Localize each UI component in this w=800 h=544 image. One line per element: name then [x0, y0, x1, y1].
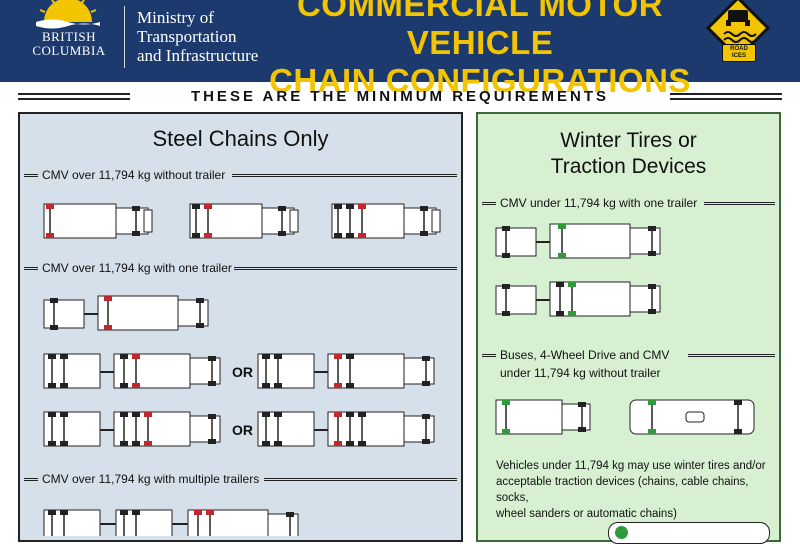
ministry-line-1: Ministry of — [137, 8, 214, 27]
or-label-2: OR — [232, 422, 253, 438]
banner-text: THESE ARE THE MINIMUM REQUIREMENTS — [190, 88, 610, 105]
green-dot-icon — [615, 526, 628, 539]
sec2-rule-right — [234, 267, 457, 270]
truck-trailer-tridem-a — [43, 411, 221, 447]
winter-note: Vehicles under 11,794 kg may use winter … — [496, 458, 781, 522]
sec3-rule-right — [264, 478, 457, 481]
header-divider — [124, 6, 125, 68]
sign-text-line-1: ROAD — [730, 46, 748, 52]
or-label-1: OR — [232, 364, 253, 380]
ministry-name: Ministry of Transportation and Infrastru… — [137, 8, 258, 65]
truck-trailer-tridem-b — [257, 411, 435, 447]
banner-rule-right-1 — [670, 93, 782, 95]
steel-section-2-label: CMV over 11,794 kg with one trailer — [42, 261, 232, 275]
winter-title-line-1: Winter Tires or — [560, 129, 697, 152]
banner-rule-right-2 — [670, 98, 782, 100]
sec1-rule-right — [232, 174, 457, 177]
sec1-rule-left — [24, 174, 38, 177]
title-line-1: COMMERCIAL MOTOR VEHICLE — [296, 0, 664, 61]
winter-title-line-2: Traction Devices — [550, 155, 707, 178]
light-truck-trailer-a — [495, 223, 661, 259]
steel-section-3-label: CMV over 11,794 kg with multiple trailer… — [42, 472, 260, 486]
steel-chains-panel: Steel Chains Only CMV over 11,794 kg wit… — [18, 112, 463, 542]
province-line-2: COLUMBIA — [32, 43, 106, 58]
header-bar: BRITISH COLUMBIA Ministry of Transportat… — [0, 0, 800, 99]
winter-note-line-1: Vehicles under 11,794 kg may use winter … — [496, 460, 766, 472]
light-truck-trailer-b — [495, 281, 661, 317]
title-line-2: CHAIN CONFIGURATIONS — [269, 62, 691, 99]
truck-trailer-tandem-a — [43, 353, 221, 389]
w-sec1-rule-right — [704, 202, 775, 205]
page-title: COMMERCIAL MOTOR VEHICLE CHAIN CONFIGURA… — [250, 0, 710, 100]
w-sec2-rule-right — [688, 354, 775, 357]
banner-rule-left-2 — [18, 98, 130, 100]
ministry-line-2: Transportation — [137, 27, 237, 46]
light-truck-no-trailer — [495, 399, 591, 435]
winter-tires-panel: Winter Tires or Traction Devices CMV und… — [476, 112, 781, 544]
legend-pill — [608, 522, 770, 544]
truck-tandem-chains — [189, 203, 299, 239]
road-ices-plate: ROAD ICES — [722, 44, 756, 62]
w-sec2-rule-left — [482, 354, 496, 357]
w-sec1-rule-left — [482, 202, 496, 205]
ministry-line-3: and Infrastructure — [137, 46, 259, 65]
bc-sun-logo-icon — [36, 0, 100, 29]
truck-2axle-chains — [43, 203, 153, 239]
banner-rule-left-1 — [18, 93, 130, 95]
bus — [629, 399, 755, 435]
winter-section-1-label: CMV under 11,794 kg with one trailer — [500, 196, 698, 210]
winter-note-line-2: acceptable traction devices (chains, cab… — [496, 476, 749, 504]
steel-panel-title: Steel Chains Only — [152, 126, 329, 151]
winter-note-line-3: wheel sanders or automatic chains) — [496, 508, 677, 520]
winter-panel-title: Winter Tires or Traction Devices — [478, 128, 779, 180]
winter-section-2-label: Buses, 4-Wheel Drive and CMV under 11,79… — [500, 346, 669, 382]
province-line-1: BRITISH — [41, 29, 97, 44]
winter-section-2-line-1: Buses, 4-Wheel Drive and CMV — [500, 348, 670, 362]
truck-tridem-chains — [331, 203, 441, 239]
winter-section-2-line-2: under 11,794 kg without trailer — [500, 366, 661, 380]
sign-text-line-2: ICES — [731, 53, 746, 59]
province-wordmark: BRITISH COLUMBIA — [26, 30, 112, 58]
sec3-rule-left — [24, 478, 38, 481]
truck-trailer-tandem-b — [257, 353, 435, 389]
sec2-rule-left — [24, 267, 38, 270]
minimum-requirements-banner: THESE ARE THE MINIMUM REQUIREMENTS — [18, 88, 782, 106]
truck-trailer-single — [43, 295, 209, 331]
steel-section-1-label: CMV over 11,794 kg without trailer — [42, 168, 226, 182]
